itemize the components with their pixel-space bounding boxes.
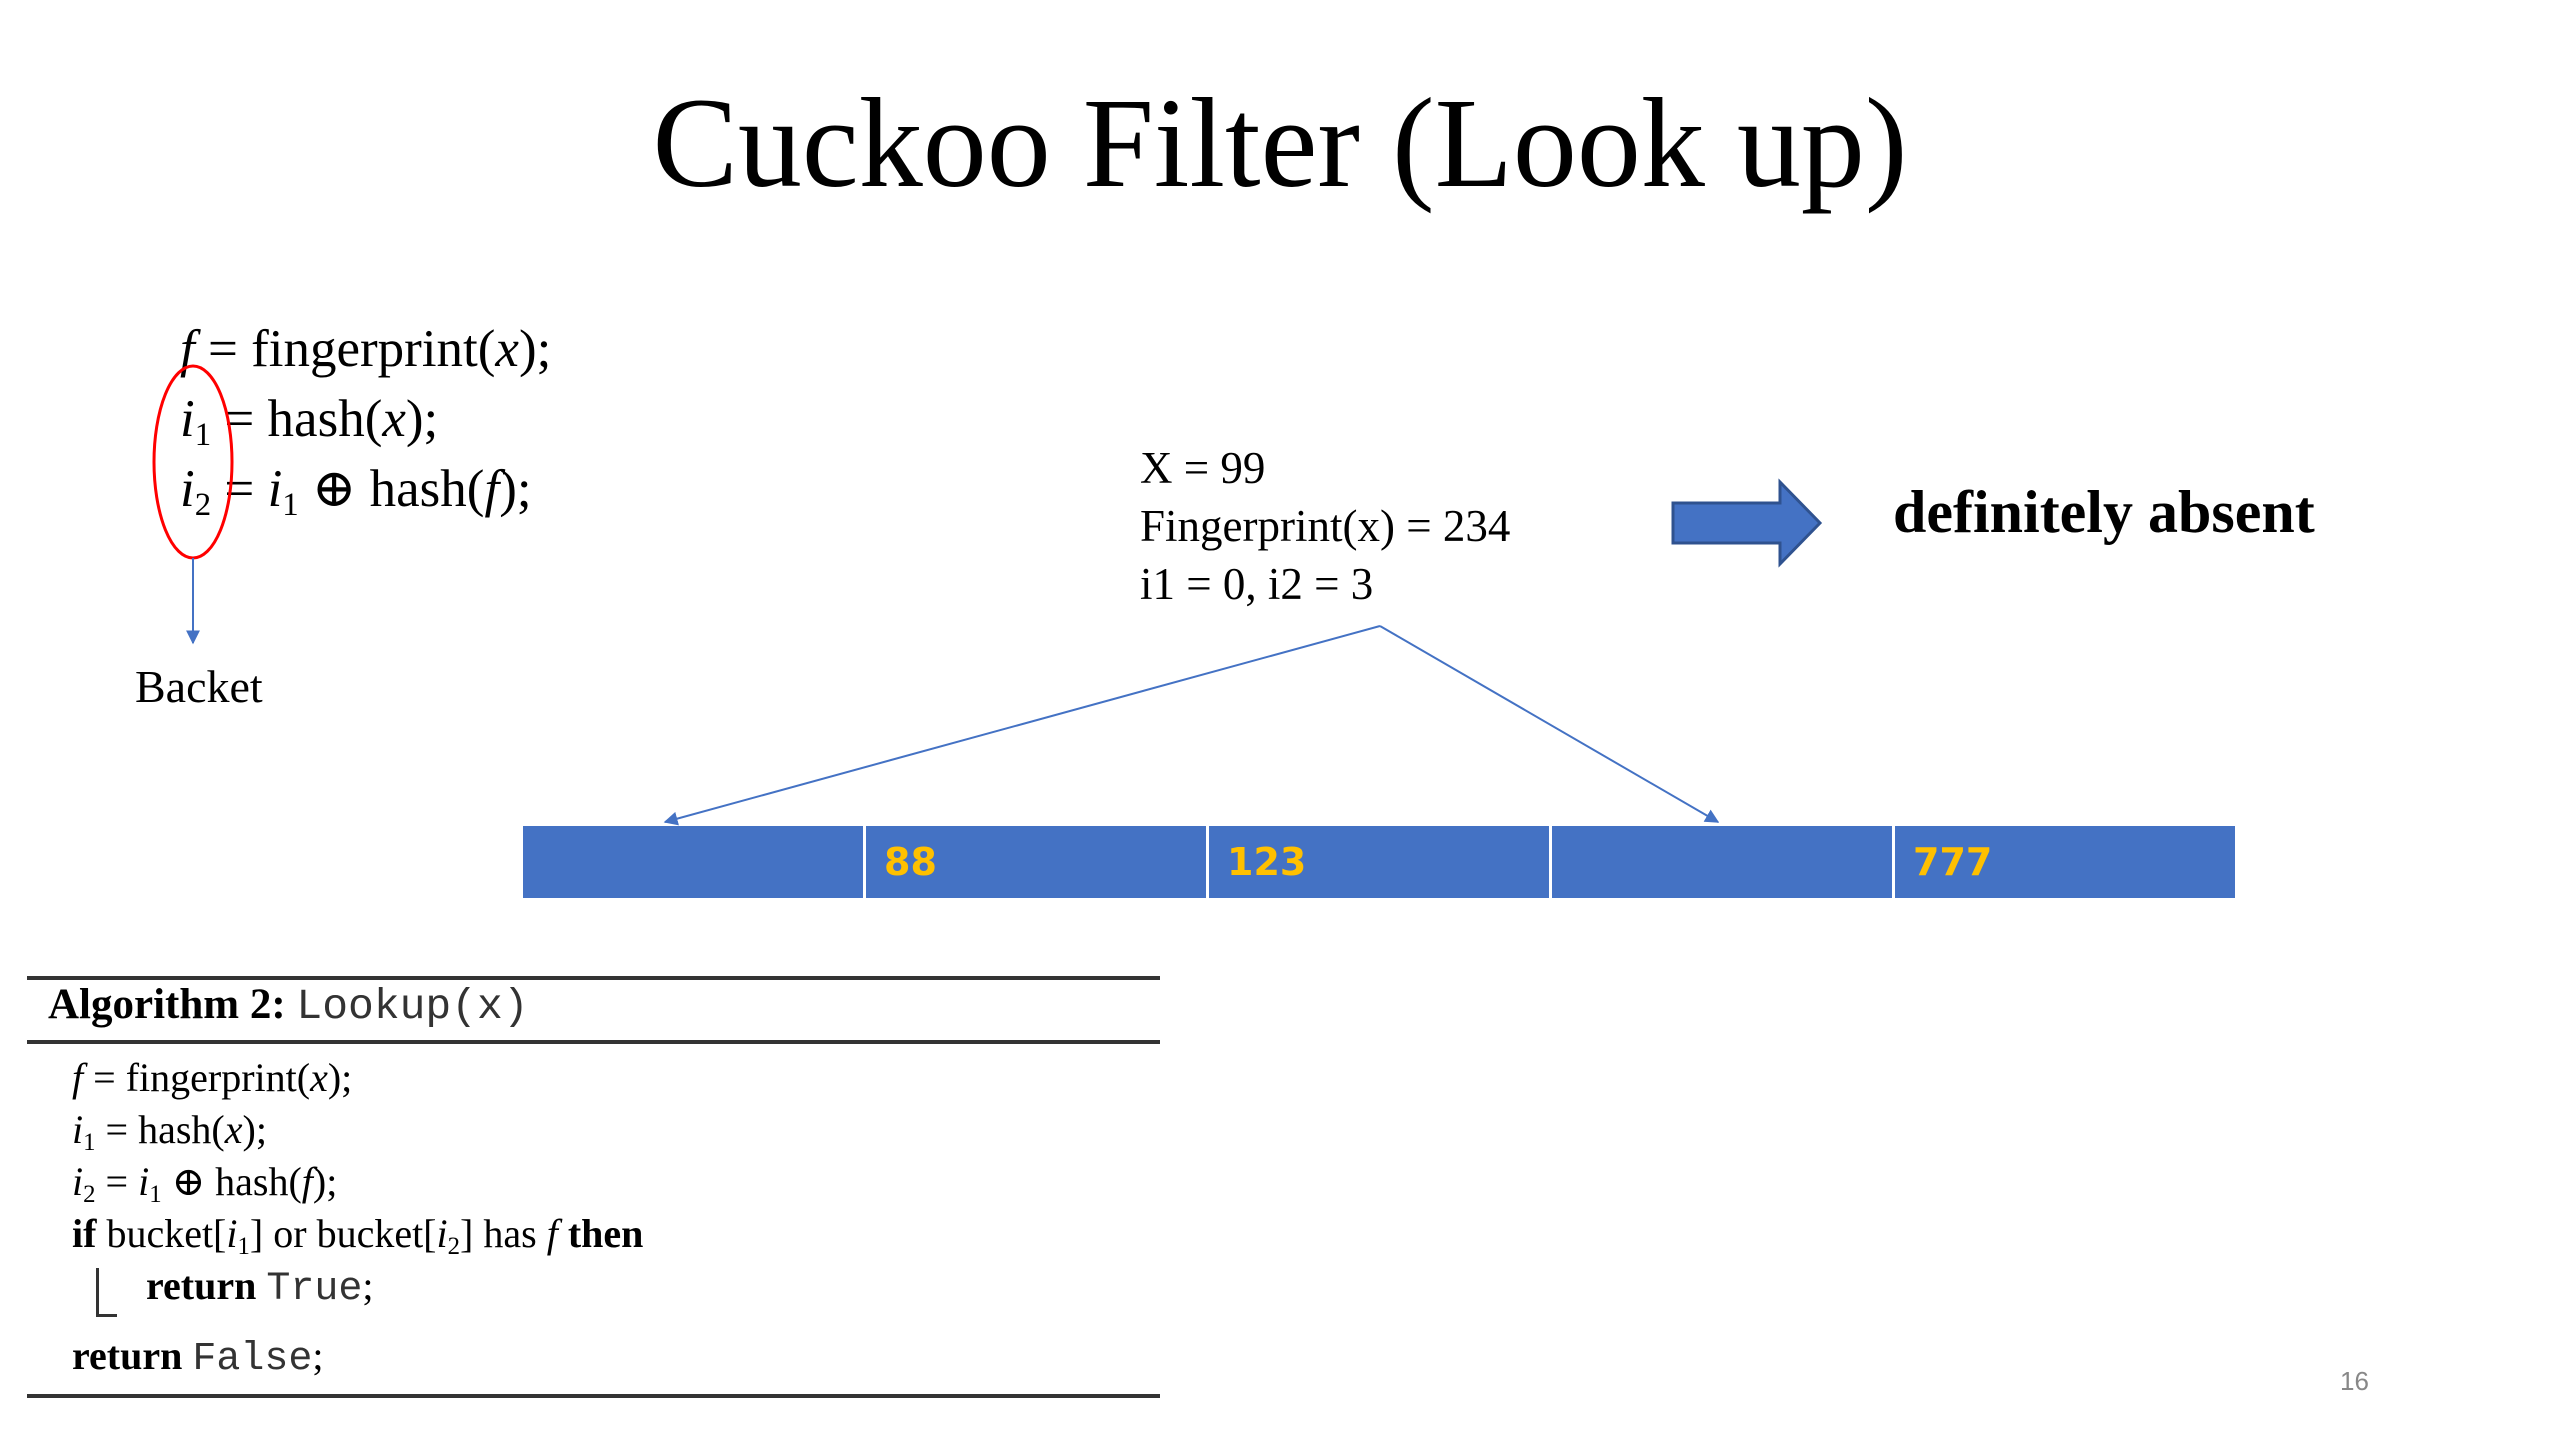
algo-line-6: return False; bbox=[72, 1333, 324, 1382]
slide-title: Cuckoo Filter (Look up) bbox=[652, 72, 1908, 214]
algo-line-5: return True; bbox=[146, 1263, 374, 1312]
bucket-cell-0 bbox=[523, 826, 863, 898]
algo-bottom-rule bbox=[27, 1394, 1160, 1398]
result-label: definitely absent bbox=[1893, 479, 2315, 545]
algo-line-4: if bucket[i1] or bucket[i2] has f then bbox=[72, 1211, 644, 1260]
example-fingerprint: Fingerprint(x) = 234 bbox=[1140, 501, 1511, 551]
pointer-line-left bbox=[663, 625, 1381, 826]
algo-mid-rule bbox=[27, 1040, 1160, 1044]
algo-line-3: i2 = i1 ⊕ hash(f); bbox=[72, 1159, 338, 1208]
bucket-label: Backet bbox=[135, 661, 263, 712]
algo-heading: Algorithm 2: Lookup(x) bbox=[48, 981, 529, 1031]
bucket-cell-4: 777 bbox=[1892, 826, 2235, 898]
bucket-cell-1: 88 bbox=[863, 826, 1206, 898]
pointer-line-right bbox=[1379, 625, 1720, 823]
algo-line-1: f = fingerprint(x); bbox=[72, 1055, 353, 1100]
page-number: 16 bbox=[2340, 1366, 2369, 1396]
algo-top-rule bbox=[27, 976, 1160, 980]
algo-block-bracket bbox=[96, 1268, 117, 1317]
example-x: X = 99 bbox=[1140, 443, 1266, 493]
algo-line-2: i1 = hash(x); bbox=[72, 1107, 267, 1156]
bucket-cell-3 bbox=[1549, 826, 1892, 898]
bucket-cell-2: 123 bbox=[1206, 826, 1549, 898]
example-indices: i1 = 0, i2 = 3 bbox=[1140, 559, 1374, 609]
highlight-circle bbox=[152, 364, 234, 560]
bucket-array: 88 123 777 bbox=[523, 826, 2235, 898]
formula-fingerprint: f = fingerprint(x); bbox=[180, 320, 552, 378]
formula-i1: i1 = hash(x); bbox=[180, 390, 439, 454]
formula-i2: i2 = i1 ⊕ hash(f); bbox=[180, 460, 532, 524]
right-arrow-icon bbox=[1671, 478, 1823, 568]
